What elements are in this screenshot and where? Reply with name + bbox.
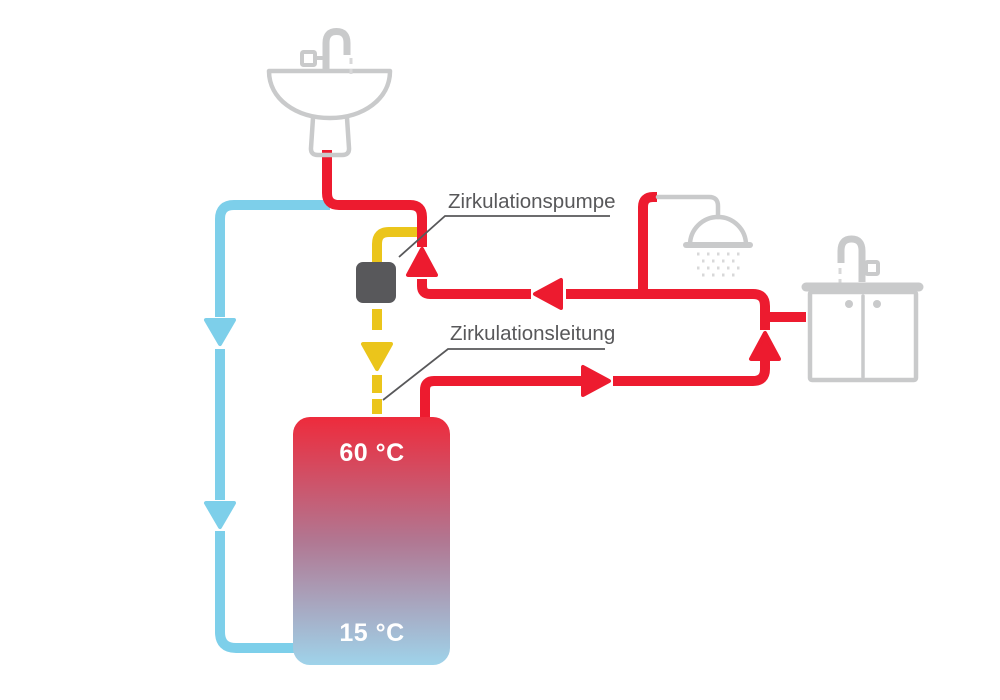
shower-icon [655, 194, 753, 277]
kitchen-cabinet-knob-left [845, 300, 853, 308]
cold-flow-arrow-down-2 [204, 501, 236, 529]
shower-droplets [697, 252, 742, 277]
tank-top-temperature: 60 °C [339, 439, 404, 467]
circulation-line-label: Zirkulationsleitung [382, 322, 615, 401]
hot-pipe-return-right [566, 289, 770, 330]
kitchen-faucet [837, 235, 866, 282]
pump-label-leader-line [398, 215, 610, 258]
hot-water-tank: 60 °C 15 °C [293, 417, 450, 665]
pump-label: Zirkulationspumpe [398, 190, 616, 258]
hot-flow-arrow-up-left [406, 247, 438, 277]
hot-flow-arrow-right [581, 365, 611, 397]
hot-flow-arrow-up-right [749, 331, 781, 361]
kitchen-cabinet-body [807, 289, 919, 383]
washbasin-bowl [266, 68, 393, 121]
kitchen-faucet-handle [864, 260, 880, 276]
washbasin-faucet [322, 27, 351, 70]
hot-pipe-right-riser [613, 361, 770, 386]
washbasin-icon [266, 27, 393, 158]
circulation-flow-arrow-down [361, 342, 393, 371]
tank-body [293, 417, 450, 665]
circulation-pipe [361, 227, 420, 414]
hot-flow-arrow-left [533, 278, 563, 310]
shower-head-dome [687, 214, 749, 248]
hot-pipe-shower-riser [638, 192, 657, 294]
circulation-line-label-text: Zirkulationsleitung [450, 322, 615, 345]
cold-pipe-top-run [215, 200, 330, 317]
hot-pipe-return-left [417, 279, 531, 299]
cold-water-pipe [204, 200, 330, 653]
hot-water-pipe [322, 150, 806, 417]
circulation-pump-icon [356, 262, 396, 303]
washbasin-pedestal [308, 115, 352, 158]
pump-label-text: Zirkulationspumpe [448, 190, 616, 213]
cold-flow-arrow-down-1 [204, 318, 236, 346]
hot-pipe-sink-run [322, 150, 427, 247]
shower-supply-pipe [655, 194, 721, 220]
hot-pipe-tank-outlet [420, 376, 581, 417]
kitchen-sink-icon [801, 235, 924, 383]
circulation-line-leader-line [382, 348, 605, 401]
cold-pipe-bottom-run [215, 531, 295, 653]
tank-bottom-temperature: 15 °C [339, 619, 404, 647]
circulation-pipe-to-pump [372, 227, 420, 262]
kitchen-cabinet-knob-right [873, 300, 881, 308]
